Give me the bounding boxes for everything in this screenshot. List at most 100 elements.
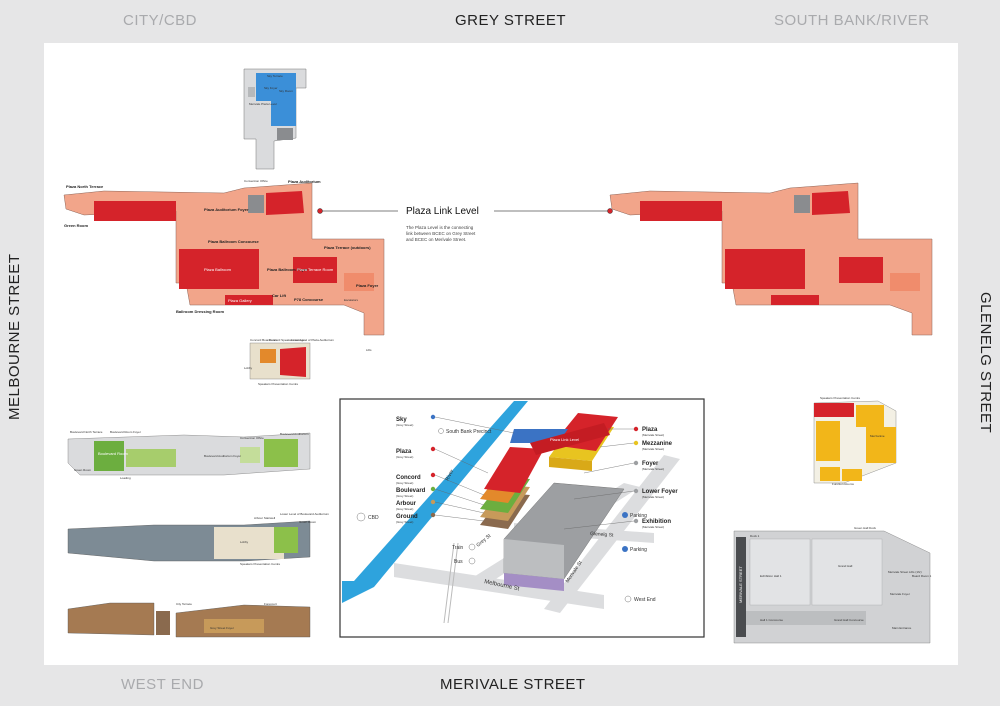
plaza-link-desc-2: link between BCEC on Grey Street xyxy=(406,231,476,236)
p78-concourse-label: P78 Concourse xyxy=(294,297,324,302)
mezzanine-level-plan[interactable]: Speakers Presentation Centre Mezzanine F… xyxy=(813,396,897,486)
arbour-green-room-label: Green Room xyxy=(299,520,317,524)
west-end-label: West End xyxy=(634,597,656,603)
exhibition-street-label: MERIVALE STREET xyxy=(738,566,743,603)
ballroom-concourse-label: Plaza Ballroom Concourse xyxy=(208,239,259,244)
west-end-icon xyxy=(624,595,632,603)
speakers-centre-plan[interactable]: Concord Boardroom Concord Speakers Loung… xyxy=(244,338,334,386)
cbd-icon xyxy=(356,512,366,522)
speakers-centre-label: Speakers Presentation Centre xyxy=(258,382,299,386)
sky-room-block xyxy=(256,73,296,101)
bus-icon xyxy=(468,557,476,565)
plaza-level-plan-right[interactable] xyxy=(609,182,933,336)
plaza-gallery-label: Plaza Gallery xyxy=(228,298,252,303)
boulevard-level-plan[interactable]: Boulevard North Terrace Boulevard Room F… xyxy=(67,430,311,480)
map-panel: Sky Terrace Sky Foyer Sky Room Merivale … xyxy=(44,43,958,665)
axo-level-foyer-sub: (Merivale Street) xyxy=(642,467,664,471)
boulevard-room-label: Boulevard Room xyxy=(98,451,128,456)
floor-plans-svg: Sky Terrace Sky Foyer Sky Room Merivale … xyxy=(63,68,933,644)
glenelg-st-label: Glenelg St xyxy=(590,531,614,539)
sky-level-plan[interactable]: Sky Terrace Sky Foyer Sky Room Merivale … xyxy=(243,68,307,170)
axo-level-merivale-plaza-sub: (Merivale Street) xyxy=(642,433,664,437)
dock-1-label: Dock 1 xyxy=(750,534,760,538)
grand-hall-concourse-label: Grand Hall Concourse xyxy=(834,618,864,622)
plaza-link-title: Plaza Link Level xyxy=(406,206,479,217)
arbour-lower-auditorium-label: Lower Level of Boulevard Auditorium xyxy=(280,512,329,516)
mezzanine-label: Mezzanine xyxy=(870,434,885,438)
plaza-foyer-label: Plaza Foyer xyxy=(356,283,379,288)
grey-street-foyer-label: Grey Street Foyer xyxy=(210,626,234,630)
merivale-foyer-label: Merivale Foyer xyxy=(890,592,910,596)
plaza-terrace-label: Plaza Terrace (outdoors) xyxy=(324,245,371,250)
merivale-street-strip xyxy=(736,537,746,637)
plaza-link-connector: Plaza Link Level The Plaza Level is the … xyxy=(317,206,613,242)
street-label-west-end: WEST END xyxy=(121,676,204,693)
plaza-north-terrace-label: Plaza North Terrace xyxy=(66,184,104,189)
boulevard-terrace-label: Boulevard North Terrace xyxy=(70,430,103,434)
green-room-label: Green Room xyxy=(64,223,88,228)
mezzanine-function-rooms-label: Function Rooms xyxy=(832,482,854,486)
sky-room-label: Sky Room xyxy=(279,89,293,93)
lifts-label: Lifts xyxy=(366,348,372,352)
street-label-glenelg-street: GLENELG STREET xyxy=(977,292,994,434)
plaza-level-plan-left[interactable]: Plaza North Terrace Convention Office Pl… xyxy=(63,179,385,352)
lower-auditorium-label: Lower Level of Plaza Auditorium xyxy=(291,338,334,342)
axo-left-legend: Sky (Grey Street) Plaza (Grey Street) Co… xyxy=(396,414,515,524)
arbour-level-plan[interactable]: Arbour Stairwell Lower Level of Boulevar… xyxy=(67,512,329,566)
arbour-stairwell-label: Arbour Stairwell xyxy=(254,516,276,520)
boulevard-loading-label: Loading xyxy=(120,476,131,480)
axo-level-plaza: Plaza xyxy=(396,449,412,455)
mezzanine-centre-label: Speakers Presentation Centre xyxy=(820,396,861,400)
plaza-ballroom-block xyxy=(179,249,259,289)
train-label: Train xyxy=(452,545,463,551)
sky-terrace-label: Sky Terrace xyxy=(267,74,283,78)
axo-level-mezzanine: Mezzanine xyxy=(642,441,673,447)
forecourt-label: Forecourt xyxy=(264,602,277,606)
arbour-lobby-label: Lobby xyxy=(240,540,249,544)
dressing-room-label: Ballroom Dressing Room xyxy=(176,309,224,314)
parking-icon-1 xyxy=(622,512,628,518)
boulevard-auditorium-label: Boulevard Auditorium xyxy=(280,432,309,436)
axo-level-foyer: Foyer xyxy=(642,461,659,467)
axo-level-boulevard: Boulevard xyxy=(396,488,426,494)
plaza-auditorium-label: Plaza Auditorium xyxy=(288,179,321,184)
street-label-grey-street: GREY STREET xyxy=(455,12,567,29)
boulevard-auditorium-foyer-label: Boulevard Auditorium Foyer xyxy=(204,454,241,458)
boulevard-convention-office-label: Convention Office xyxy=(240,436,264,440)
escalators-label: Escalators xyxy=(344,298,359,302)
main-entrance-label: Main Entrance xyxy=(892,626,912,630)
axo-level-lower-foyer: Lower Foyer xyxy=(642,489,678,495)
axo-right-legend: Plaza (Merivale Street) Mezzanine (Meriv… xyxy=(563,426,678,530)
plaza-link-desc-3: and BCEC on Merivale Street. xyxy=(406,237,466,242)
axo-level-exhibition-sub: (Merivale Street) xyxy=(642,525,664,529)
cbd-label: CBD xyxy=(368,515,379,521)
city-terrace-label: City Terrace xyxy=(176,602,192,606)
exhibition-hall-1-label: Exhibition Hall 1 xyxy=(760,574,782,578)
plaza-terrace-room-block xyxy=(293,257,337,283)
axo-level-concord: Concord xyxy=(396,475,421,481)
axo-plaza-link-label: Plaza Link Level xyxy=(550,437,579,442)
merivale-lifts-label: Merivale Street Lifts (1hr) xyxy=(888,570,922,574)
axo-level-arbour: Arbour xyxy=(396,501,417,507)
sky-foyer-label: Sky Foyer xyxy=(264,86,278,90)
plaza-meeting-rooms xyxy=(94,201,176,221)
south-bank-label: South Bank Precinct xyxy=(446,429,492,435)
plaza-link-desc-1: The Plaza Level is the connecting xyxy=(406,225,474,230)
axo-level-lower-foyer-sub: (Merivale Street) xyxy=(642,495,664,499)
concord-boardroom-label: Concord Boardroom xyxy=(250,338,278,342)
exhibition-level-plan[interactable]: MERIVALE STREET Dock 1 Green Hall Dock E… xyxy=(733,526,932,644)
arbour-centre-label: Speakers Presentation Centre xyxy=(240,562,281,566)
ground-level-plan[interactable]: City Terrace Grey Street Foyer Forecourt xyxy=(67,602,311,638)
auditorium-foyer-label: Plaza Auditorium Foyer xyxy=(204,207,249,212)
axo-level-mezzanine-sub: (Merivale Street) xyxy=(642,447,664,451)
train-icon xyxy=(468,543,476,551)
board-room-label: Board Room 1 xyxy=(912,574,932,578)
boulevard-green-room-label: Green Room xyxy=(74,468,92,472)
river-label: River xyxy=(444,469,455,482)
plaza-ballroom-label: Plaza Ballroom xyxy=(204,267,232,272)
axo-level-boulevard-sub: (Grey Street) xyxy=(396,494,413,498)
axonometric-overview[interactable]: Plaza Link Level Sky (Grey Street) Plaza… xyxy=(339,398,705,638)
axo-level-sky: Sky xyxy=(396,417,407,423)
green-hall-label: Green Hall Dock xyxy=(854,526,877,530)
terrace-room-label: Plaza Terrace Room xyxy=(297,267,334,272)
